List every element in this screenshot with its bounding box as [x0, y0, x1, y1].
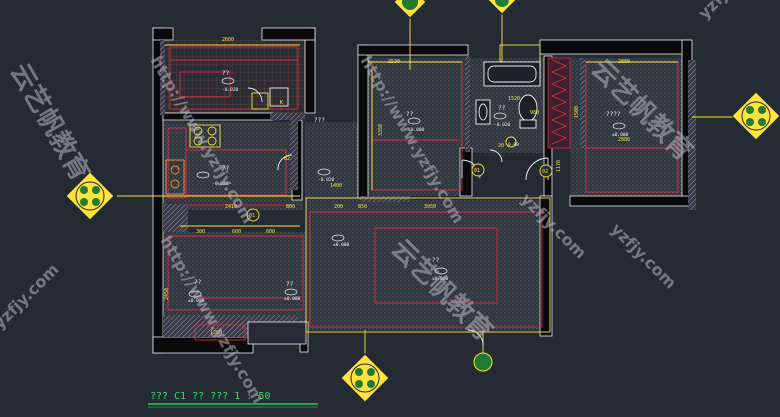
level-kitchen: -0.020 — [222, 87, 239, 93]
wall-north-right — [539, 39, 691, 55]
room-label-bath: ?? — [498, 105, 506, 112]
level-bedroom-left: ±0.000 — [408, 127, 425, 133]
level-living-top: ±0.000 — [333, 242, 350, 248]
dim-row-300: 300 — [196, 229, 205, 235]
room-label-bedroom-left: ?? — [406, 111, 414, 118]
section-marker-north-b — [487, 0, 517, 15]
note-k: K — [280, 100, 283, 106]
section-marker-south — [340, 353, 390, 403]
dim-living-top-left: 2530 — [388, 59, 400, 65]
wall-nw — [152, 27, 174, 41]
level-bath-small: 0.00 — [508, 142, 519, 148]
corridor-floor — [305, 122, 365, 200]
room-label-dining: ?? — [222, 165, 230, 172]
dim-hall-b: 200 — [334, 204, 343, 210]
dim-hall-c: 2410 — [225, 204, 237, 210]
stove — [165, 124, 221, 195]
door-swing-kitchen — [247, 87, 263, 103]
dim-living-top: 3950 — [424, 204, 436, 210]
wall-kitchen-east — [304, 27, 316, 114]
dim-d20: 20 — [498, 143, 504, 149]
dim-hall-a: 1400 — [330, 183, 342, 189]
door-swing-entry — [467, 329, 484, 346]
toilet — [518, 94, 538, 122]
kitchen-floor — [163, 40, 305, 115]
room-labels: ?? ?? ??? ?? ???? ?? ?? ?? ?? — [194, 70, 621, 288]
dim-bedroom-right-bottom: 2880 — [618, 137, 630, 143]
wall-bedroom-right-south — [569, 195, 693, 207]
level-dining: -0.020 — [212, 181, 229, 187]
level-entrance: ±0.000 — [284, 296, 301, 302]
door-tag-1: 01 — [474, 168, 480, 174]
wall-north-mid — [357, 44, 469, 56]
level-corridor: -0.020 — [318, 177, 335, 183]
dimension-texts: 2600 2530 1520 980 2880 2880 3350 1500 1… — [164, 37, 630, 336]
section-marker-east — [731, 91, 780, 141]
room-label-living: ?? — [432, 257, 440, 264]
washbasin — [475, 99, 491, 125]
dim-row-600-a: 600 — [232, 229, 241, 235]
dim-row-600-b: 600 — [266, 229, 275, 235]
room-label-entrance: ?? — [286, 281, 294, 288]
level-living-left: ±0.000 — [188, 298, 205, 304]
room-label-kitchen: ?? — [222, 70, 230, 77]
fridge-tag: B2 — [284, 156, 290, 162]
wall-kitchen-ne — [261, 27, 316, 41]
room-label-balcony: ?? — [194, 279, 202, 286]
section-markers — [65, 0, 780, 403]
dim-bedroom-right-top: 2880 — [618, 59, 630, 65]
door-tag-2: 02 — [542, 169, 548, 175]
dim-row-1170: 1170 — [556, 160, 562, 172]
watermark-url-5: yzfjy.com — [0, 260, 62, 333]
doors — [247, 87, 549, 346]
watermark-url-6: yzfjy.com — [694, 0, 767, 23]
room-label-bedroom-right: ???? — [606, 111, 621, 118]
dim-bedroom-left-vert: 3350 — [378, 124, 384, 136]
living-main-floor — [306, 200, 551, 330]
section-marker-north-a — [393, 0, 427, 19]
appliance — [269, 87, 289, 107]
drawing-title: ??? C1 ?? ??? 1 : 50 — [148, 391, 318, 408]
wall-living-east — [539, 195, 553, 337]
bath-fixtures — [251, 61, 541, 129]
bathtub-inner — [487, 65, 537, 83]
dim-kitchen-top: 2600 — [222, 37, 234, 43]
symbol-texts: 01 02 01 B2 K — [249, 100, 548, 219]
door-tag-3: 01 — [249, 213, 255, 219]
section-marker-west — [65, 171, 115, 221]
title-text: ??? C1 ?? ??? 1 : 50 — [150, 391, 270, 402]
level-bath: -0.020 — [494, 122, 511, 128]
door-swing-3 — [489, 149, 503, 163]
dim-bottom-a: 1200 — [210, 330, 222, 336]
bedroom-left-floor — [368, 58, 468, 196]
dim-hall-d: 850 — [358, 204, 367, 210]
dim-living-left-vert: 2450 — [164, 288, 170, 300]
dim-bath-vert: 1500 — [574, 106, 580, 118]
room-label-hall: ??? — [314, 117, 325, 124]
door-swing-dining — [277, 154, 293, 171]
dim-row-800: 800 — [286, 204, 295, 210]
level-texts: -0.020 -0.020 -0.020 ±0.000 -0.020 ±0.00… — [188, 87, 629, 304]
watermark-url-4: yzfjy.com — [607, 219, 680, 292]
section-marker-south-small — [473, 352, 493, 372]
level-bedroom-right: ±0.000 — [612, 132, 629, 138]
door-symbols — [246, 136, 553, 222]
level-marks — [188, 77, 626, 298]
dim-bath-top: 1520 — [508, 96, 520, 102]
door-swing-2 — [525, 157, 549, 181]
level-living-center: ±0.000 — [432, 276, 449, 282]
watermark-brand-1: 云艺帆教育 — [4, 58, 96, 186]
dim-bath-small: 980 — [530, 110, 539, 116]
hatched-walls — [160, 40, 696, 345]
bedroom-right-floor — [570, 58, 682, 196]
